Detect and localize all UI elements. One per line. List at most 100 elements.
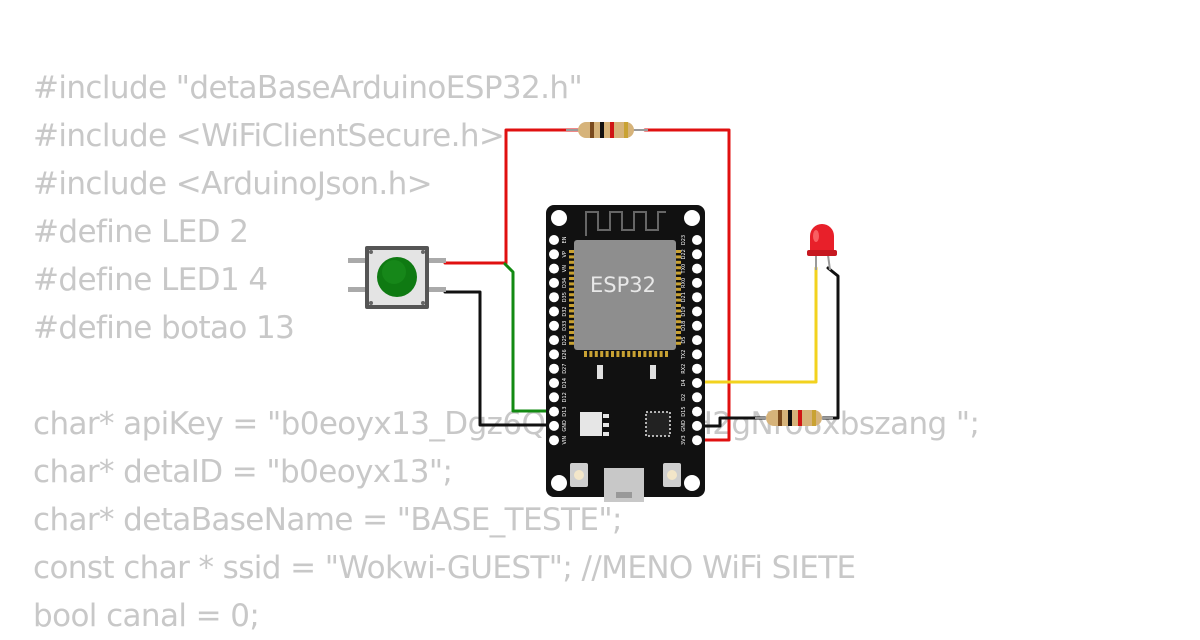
- wires: [443, 128, 840, 442]
- pin-hole[interactable]: [692, 392, 702, 403]
- pin-hole[interactable]: [692, 349, 702, 360]
- pin-hole[interactable]: [549, 435, 559, 446]
- module-pad: [569, 304, 574, 307]
- pin-label: RX0: [681, 278, 687, 288]
- code-line: bool canal = 0;: [33, 598, 260, 634]
- pin-label: D26: [562, 349, 568, 359]
- pin-label: D13: [562, 406, 568, 416]
- resistor-icon[interactable]: [566, 122, 648, 138]
- wire-red-resistor-to-3v3[interactable]: [643, 128, 731, 442]
- module-pad: [621, 351, 625, 357]
- pin-label: TX2: [681, 350, 687, 361]
- code-line: char* detaID = "b0eoyx13";: [33, 454, 453, 490]
- pin-hole[interactable]: [692, 435, 702, 446]
- pin-hole[interactable]: [549, 306, 559, 317]
- pin-hole[interactable]: [549, 249, 559, 260]
- pin-hole[interactable]: [692, 292, 702, 303]
- en-button[interactable]: [663, 463, 681, 487]
- module-pad: [569, 250, 574, 253]
- resistor-icon[interactable]: [755, 410, 833, 426]
- pin-label: RX2: [681, 364, 687, 374]
- pin-hole[interactable]: [549, 235, 559, 245]
- wire-black-button-to-gnd[interactable]: [443, 290, 556, 427]
- pin-hole[interactable]: [692, 363, 702, 374]
- module-pad: [594, 351, 598, 357]
- pin-label: D32: [562, 306, 568, 316]
- pin-hole[interactable]: [549, 378, 559, 388]
- module-pad: [638, 351, 641, 357]
- pin-hole[interactable]: [549, 292, 559, 303]
- module-pad: [569, 255, 574, 259]
- wire-black-resistor-to-gnd[interactable]: [696, 416, 767, 428]
- pin-hole[interactable]: [549, 277, 559, 288]
- module-pad: [676, 304, 681, 307]
- pin-hole[interactable]: [692, 263, 702, 274]
- pin-label: D19: [681, 306, 687, 316]
- pin-hole[interactable]: [692, 335, 702, 346]
- right-pin-header: D23D22TX0RX0D21D19D18D5TX2RX2D4D2D15GND3…: [681, 235, 702, 446]
- pin-label: D15: [681, 406, 687, 416]
- pin-label: D22: [681, 249, 687, 259]
- red-led-icon[interactable]: [807, 224, 837, 271]
- code-line: #define LED1 4: [33, 262, 268, 298]
- pin-hole[interactable]: [692, 306, 702, 317]
- pin-hole[interactable]: [692, 378, 702, 388]
- code-line: #include <ArduinoJson.h>: [33, 166, 433, 202]
- wire-yellow-d4-to-led[interactable]: [694, 266, 818, 384]
- module-pad: [676, 260, 681, 264]
- pin-hole[interactable]: [549, 363, 559, 374]
- esp32-board[interactable]: ESP32 ENVPVND34D35D32D33D25D26D27D14D12D…: [546, 205, 705, 502]
- pin-hole[interactable]: [692, 277, 702, 288]
- module-pad: [648, 351, 652, 357]
- module-pad: [584, 351, 587, 357]
- pin-hole[interactable]: [692, 249, 702, 260]
- pin-hole[interactable]: [692, 320, 702, 331]
- module-pad: [654, 351, 658, 357]
- pin-label: D21: [681, 292, 687, 302]
- wire-red-button-to-resistor[interactable]: [443, 128, 582, 265]
- code-editor-text: #include "detaBaseArduinoESP32.h"#includ…: [33, 64, 980, 640]
- module-pad: [600, 351, 604, 357]
- module-pad: [659, 351, 663, 357]
- pin-hole[interactable]: [549, 392, 559, 403]
- module-pad: [611, 351, 614, 357]
- pin-hole[interactable]: [549, 349, 559, 360]
- module-pad: [676, 314, 681, 318]
- pin-label: GND: [681, 420, 687, 432]
- module-pad: [569, 293, 574, 297]
- module-pad: [569, 309, 574, 313]
- module-pad: [676, 309, 681, 313]
- module-pad: [569, 282, 574, 286]
- pin-hole[interactable]: [549, 420, 559, 431]
- module-pad: [569, 325, 574, 329]
- code-line: #include <WiFiClientSecure.h>: [33, 118, 505, 154]
- left-pin-header: ENVPVND34D35D32D33D25D26D27D14D12D13GNDV…: [549, 235, 568, 446]
- pin-hole[interactable]: [549, 263, 559, 274]
- pushbutton-icon[interactable]: [348, 246, 446, 309]
- wire-green-button-to-d13[interactable]: [503, 262, 556, 413]
- pin-hole[interactable]: [549, 406, 559, 417]
- pin-hole[interactable]: [692, 420, 702, 431]
- pin-label: D34: [562, 278, 568, 288]
- pin-label: VP: [562, 251, 568, 257]
- wire-black-led-to-resistor[interactable]: [821, 266, 840, 420]
- module-pad: [616, 351, 620, 357]
- board-label: ESP32: [590, 273, 656, 297]
- module-pad: [569, 320, 574, 324]
- pin-label: D4: [681, 379, 687, 386]
- pin-label: D2: [681, 394, 687, 401]
- pin-label: D33: [562, 321, 568, 331]
- code-line: char* detaBaseName = "BASE_TESTE";: [33, 502, 622, 538]
- pin-hole[interactable]: [549, 335, 559, 346]
- boot-button[interactable]: [570, 463, 588, 487]
- module-pad: [676, 336, 681, 340]
- code-line: const char * ssid = "Wokwi-GUEST"; //MEN…: [33, 550, 856, 586]
- pin-label: D27: [562, 364, 568, 374]
- module-pad: [676, 293, 681, 297]
- pin-label: D12: [562, 392, 568, 402]
- pin-hole[interactable]: [692, 406, 702, 417]
- module-pads: [569, 250, 681, 357]
- pin-hole[interactable]: [549, 320, 559, 331]
- pin-hole[interactable]: [692, 235, 702, 245]
- module-pad: [632, 351, 636, 357]
